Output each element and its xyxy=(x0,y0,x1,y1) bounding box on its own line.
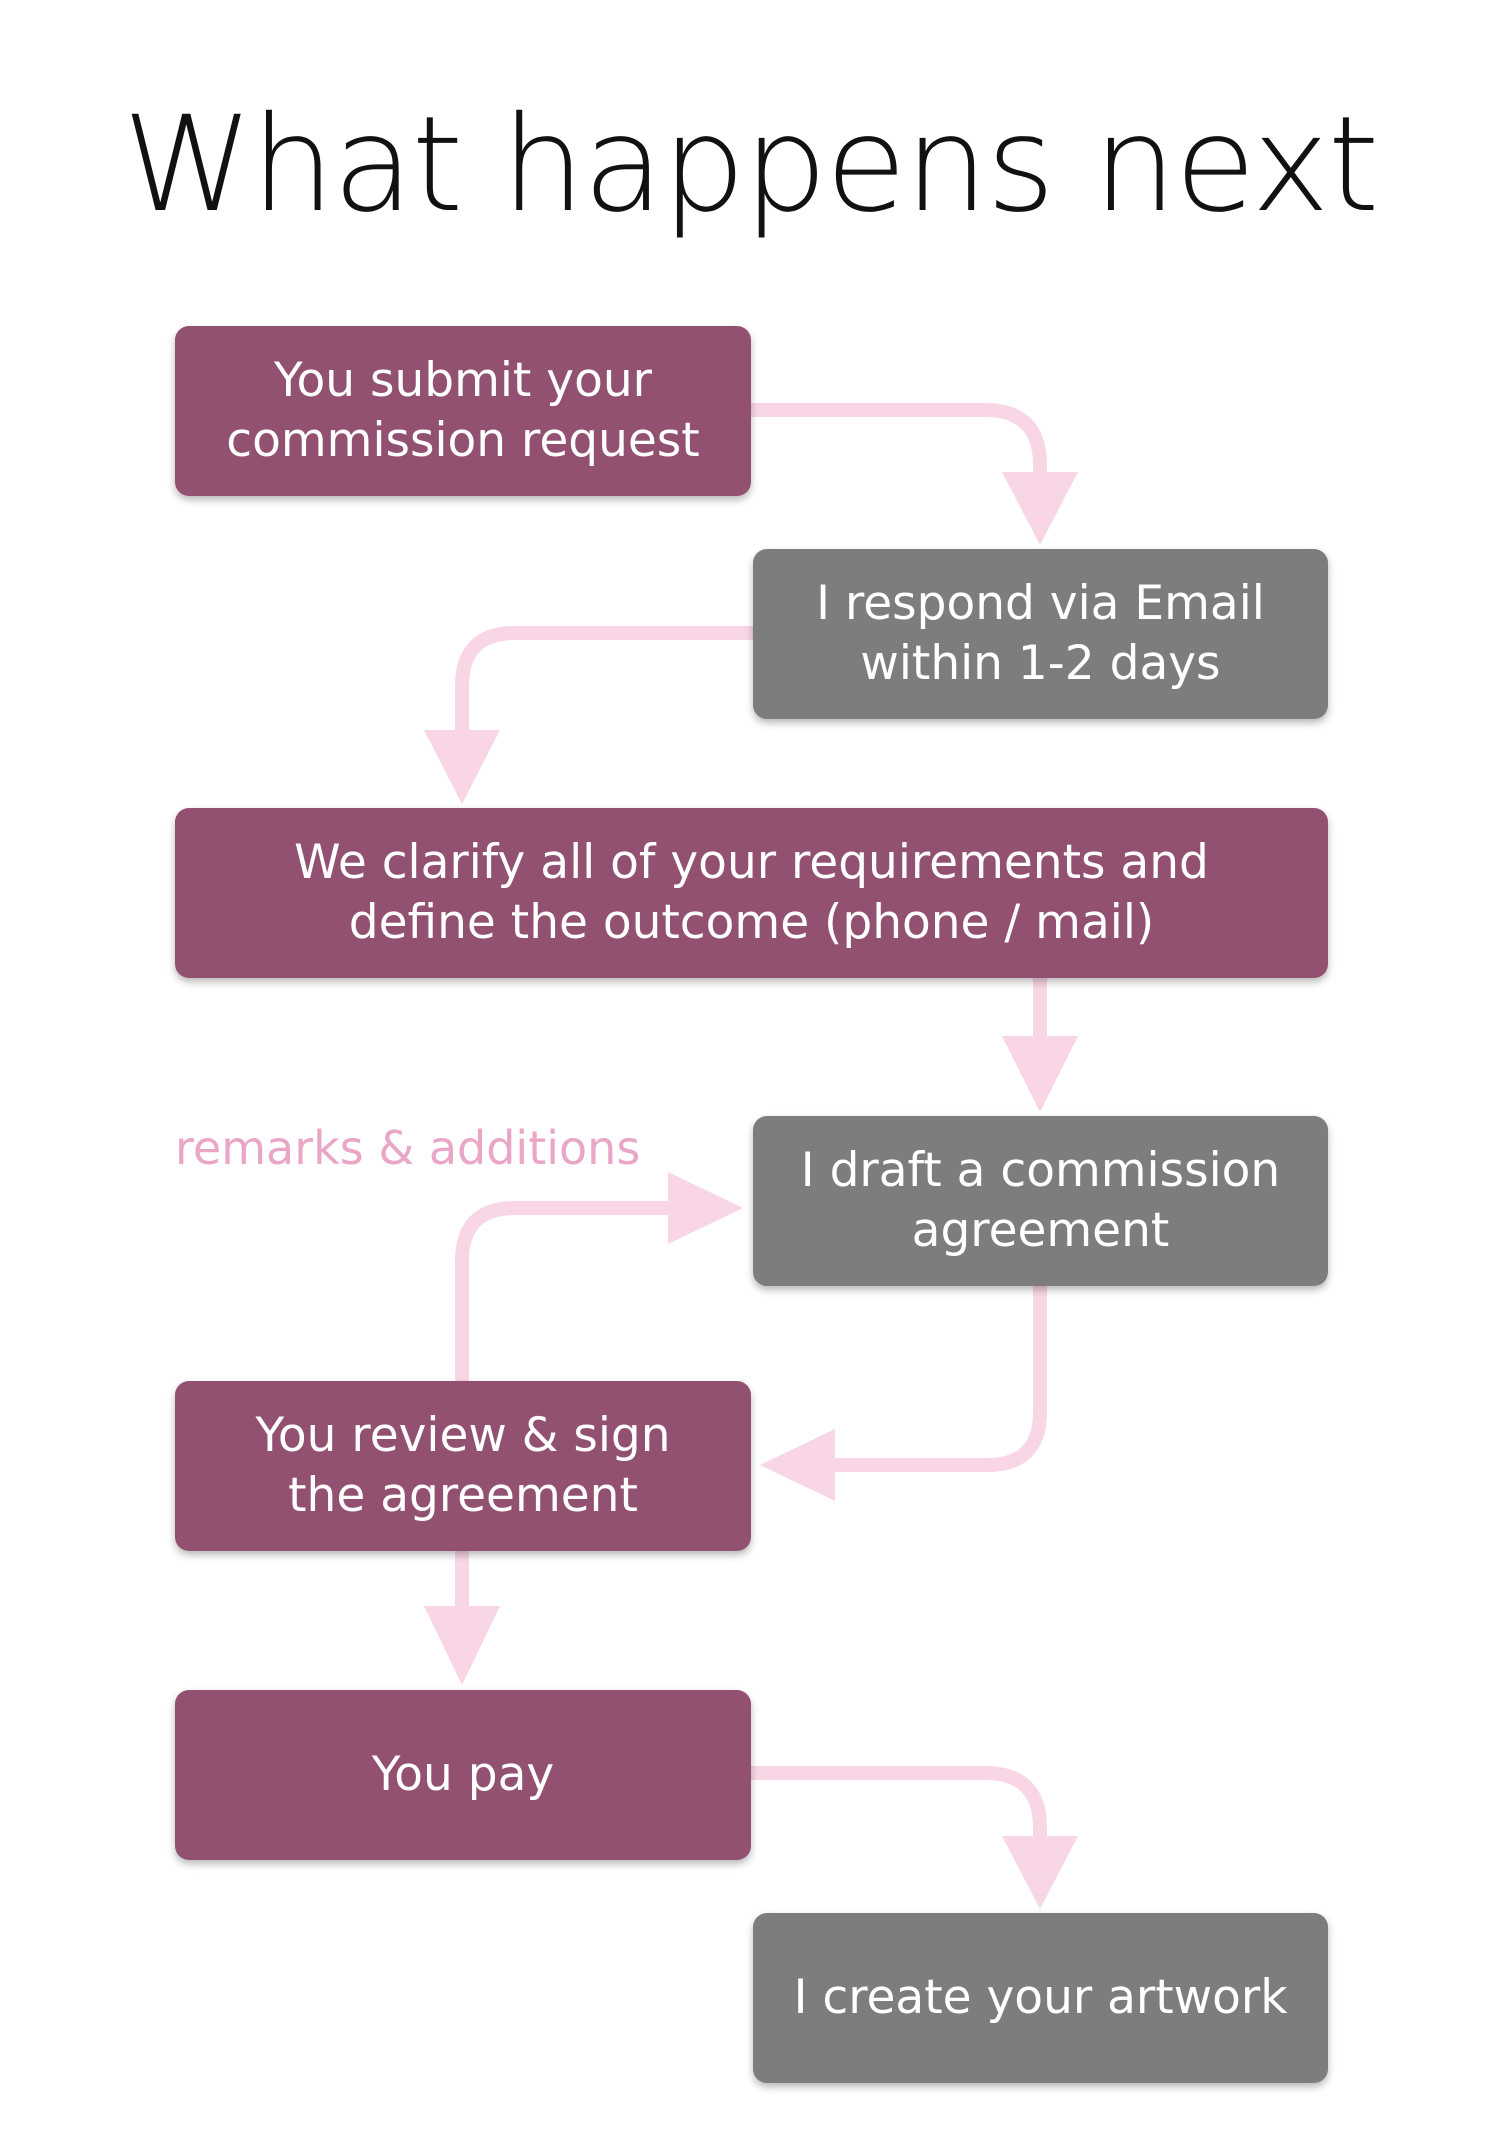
step-clarify-requirements: We clarify all of your requirements and … xyxy=(175,808,1328,978)
step-label: I draft a commission agreement xyxy=(800,1143,1281,1258)
arrowhead-to-review xyxy=(760,1429,835,1501)
arrowhead-back-to-draft xyxy=(668,1172,743,1244)
connector-respond-to-clarify xyxy=(455,626,753,735)
arrowhead-to-draft xyxy=(1002,1036,1078,1112)
step-draft-agreement: I draft a commission agreement xyxy=(753,1116,1328,1286)
step-label: I create your artwork xyxy=(793,1970,1288,2025)
arrowhead-to-pay xyxy=(424,1606,500,1685)
arrowhead-to-create xyxy=(1002,1836,1078,1909)
arrowhead-to-clarify xyxy=(424,730,500,804)
connector-draft-to-review xyxy=(820,1286,1047,1472)
step-pay: You pay xyxy=(175,1690,751,1860)
step-submit-request: You submit your commission request xyxy=(175,326,751,496)
step-label: You pay xyxy=(371,1747,555,1802)
step-label: You review & sign the agreement xyxy=(255,1408,671,1523)
step-review-sign: You review & sign the agreement xyxy=(175,1381,751,1551)
connector-pay-to-create xyxy=(751,1766,1047,1840)
connector-review-to-draft xyxy=(455,1201,675,1381)
step-label: We clarify all of your requirements and … xyxy=(294,835,1209,950)
page-title: What happens next xyxy=(122,88,1380,242)
remarks-annotation: remarks & additions xyxy=(175,1121,641,1175)
step-respond-email: I respond via Email within 1-2 days xyxy=(753,549,1328,719)
step-label: You submit your commission request xyxy=(226,353,700,468)
arrowhead-to-respond xyxy=(1002,472,1078,545)
step-create-artwork: I create your artwork xyxy=(753,1913,1328,2083)
step-label: I respond via Email within 1-2 days xyxy=(816,576,1265,691)
connector-submit-to-respond xyxy=(751,403,1047,480)
